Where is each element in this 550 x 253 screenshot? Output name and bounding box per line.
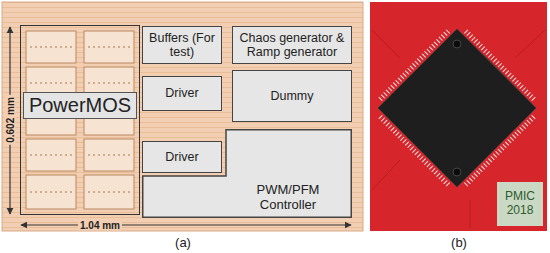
block-box: Driver [142, 76, 222, 111]
dimension-line [21, 224, 351, 225]
block-label: Driver [165, 150, 198, 164]
block-box: Chaos generator & Ramp generator [232, 26, 352, 64]
block-box: Driver [142, 141, 222, 173]
transistor-cell [26, 175, 76, 209]
controller-outline [142, 129, 352, 218]
finger-line [30, 47, 72, 48]
block-label: PMIC 2018 [499, 190, 541, 218]
die-background [2, 2, 363, 231]
finger-line [30, 83, 72, 84]
block-label: Chaos generator & Ramp generator [235, 31, 349, 60]
pcb-traces [372, 30, 545, 228]
block-label: Buffers (For test) [145, 31, 219, 60]
chip-glare [457, 29, 536, 108]
pin1-mark [453, 40, 461, 48]
block-box: Dummy [232, 70, 352, 122]
trace [515, 30, 545, 58]
controller-block: PWM/PFM Controller [142, 129, 352, 218]
dimension-label: 0.602 mm [5, 95, 16, 145]
finger-line [88, 47, 130, 48]
transistor-array [26, 31, 134, 209]
block-label: PWM/PFM Controller [248, 183, 328, 213]
finger-line [88, 83, 130, 84]
finger-line [30, 192, 72, 193]
text-area: PWM/PFM Controller [230, 181, 346, 214]
pin1-mark [453, 168, 461, 176]
power-mos-region: PowerMOS [20, 25, 140, 215]
finger-line [30, 155, 72, 156]
dimension-label: 1.04 mm [78, 220, 122, 231]
block-box: Buffers (For test) [142, 26, 222, 64]
transistor-cell [84, 31, 134, 63]
transistor-cell [84, 175, 134, 209]
finger-line [88, 192, 130, 193]
block-label: Dummy [270, 89, 313, 103]
block-label: PowerMOS [23, 92, 137, 119]
tag-box: PMIC 2018 [497, 182, 543, 226]
trace [372, 160, 400, 190]
panel-label: (a) [173, 236, 193, 250]
transistor-cell [26, 139, 76, 171]
trace [372, 30, 400, 58]
pcb-background [370, 2, 547, 231]
transistor-fingers [30, 47, 130, 192]
finger-line [88, 155, 130, 156]
chip-package [378, 29, 536, 187]
transistor-cell [84, 139, 134, 171]
controller-shape [143, 130, 352, 218]
block-label: Driver [165, 86, 198, 100]
trace [470, 200, 471, 228]
panel-label: (b) [449, 236, 469, 250]
transistor-cell [26, 31, 76, 63]
